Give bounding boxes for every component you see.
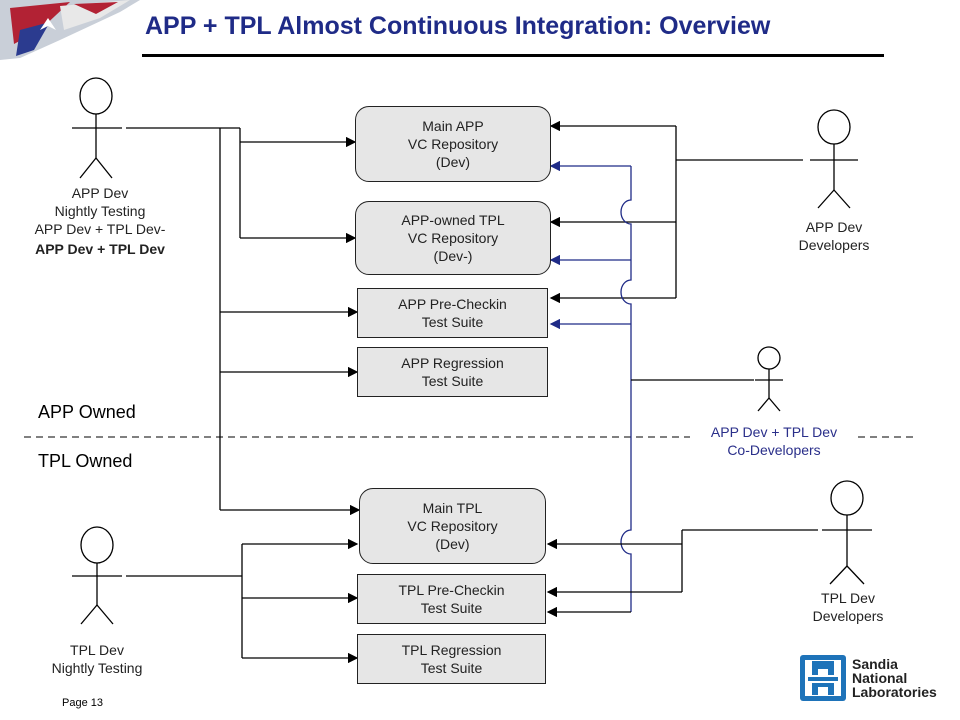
box-main-tpl-repo: Main TPL VC Repository (Dev) xyxy=(359,488,546,564)
box-line: TPL Pre-Checkin xyxy=(398,582,505,598)
label-app-nightly: APP Dev Nightly Testing APP Dev + TPL De… xyxy=(20,184,180,258)
box-line: VC Repository xyxy=(407,518,498,534)
tpl-nightly-links xyxy=(126,538,359,664)
box-app-owned-tpl-repo: APP-owned TPL VC Repository (Dev-) xyxy=(355,201,551,275)
box-app-regression-suite: APP Regression Test Suite xyxy=(357,347,548,397)
label-line: Nightly Testing xyxy=(51,660,143,676)
box-line: Main TPL xyxy=(422,500,483,516)
label-line: APP Dev xyxy=(71,185,129,201)
box-tpl-regression-suite: TPL Regression Test Suite xyxy=(357,634,546,684)
title-rule xyxy=(142,54,884,57)
app-developer-links xyxy=(549,120,803,304)
box-line: TPL Regression xyxy=(401,642,502,658)
label-tpl-nightly: TPL Dev Nightly Testing xyxy=(34,641,160,677)
actor-tpl-nightly-icon xyxy=(72,526,122,625)
box-line: APP-owned TPL xyxy=(401,212,505,228)
label-line: Developers xyxy=(798,237,870,253)
tpl-developer-links xyxy=(546,529,818,598)
box-line: Main APP xyxy=(422,118,484,134)
actor-co-developers-icon xyxy=(755,346,783,412)
label-line: Nightly Testing xyxy=(54,203,146,219)
sandia-thunderbird-icon xyxy=(800,655,846,701)
label-line-bold: APP Dev + TPL Dev xyxy=(35,241,165,257)
box-app-prechk-suite: APP Pre-Checkin Test Suite xyxy=(357,288,548,338)
box-line: (Dev-) xyxy=(433,248,473,264)
label-line: Developers xyxy=(812,608,884,624)
section-app-owned: APP Owned xyxy=(38,402,136,422)
box-line: VC Repository xyxy=(407,136,499,152)
logo-line: National xyxy=(852,670,908,686)
label-tpl-developers: TPL Dev Developers xyxy=(788,589,908,625)
box-line: (Dev) xyxy=(435,154,471,170)
label-line: Co-Developers xyxy=(727,442,821,458)
logo-line: Sandia xyxy=(852,656,898,672)
sandia-logo: Sandia National Laboratories xyxy=(800,655,937,701)
box-line: VC Repository xyxy=(407,230,499,246)
box-line: Test Suite xyxy=(420,600,483,616)
label-line: APP Dev + TPL Dev- xyxy=(34,221,166,237)
label-line: TPL Dev xyxy=(821,590,875,606)
box-line: (Dev) xyxy=(435,536,470,552)
label-line: APP Dev + TPL Dev xyxy=(710,424,838,440)
box-line: Test Suite xyxy=(421,314,484,330)
actor-tpl-developers-icon xyxy=(822,480,872,585)
box-line: Test Suite xyxy=(420,660,483,676)
label-line: TPL Dev xyxy=(70,642,124,658)
box-line: APP Pre-Checkin xyxy=(398,296,507,312)
page-number: Page 13 xyxy=(62,697,103,709)
actor-app-developers-icon xyxy=(810,109,858,209)
label-line: APP Dev xyxy=(805,219,863,235)
box-line: Test Suite xyxy=(421,373,484,389)
sandia-logo-text: Sandia National Laboratories xyxy=(852,657,937,699)
logo-line: Laboratories xyxy=(852,684,937,700)
slide-title: APP + TPL Almost Continuous Integration:… xyxy=(145,12,771,40)
co-developer-links xyxy=(549,160,632,612)
label-co-developers: APP Dev + TPL Dev Co-Developers xyxy=(690,423,858,459)
box-tpl-prechk-suite: TPL Pre-Checkin Test Suite xyxy=(357,574,546,624)
actor-app-nightly-icon xyxy=(72,77,122,179)
box-main-app-repo: Main APP VC Repository (Dev) xyxy=(355,106,551,182)
label-app-developers: APP Dev Developers xyxy=(774,218,894,254)
flag-banner-icon xyxy=(0,0,140,60)
section-tpl-owned: TPL Owned xyxy=(38,451,133,471)
box-line: APP Regression xyxy=(401,355,504,371)
app-nightly-links xyxy=(126,127,361,516)
